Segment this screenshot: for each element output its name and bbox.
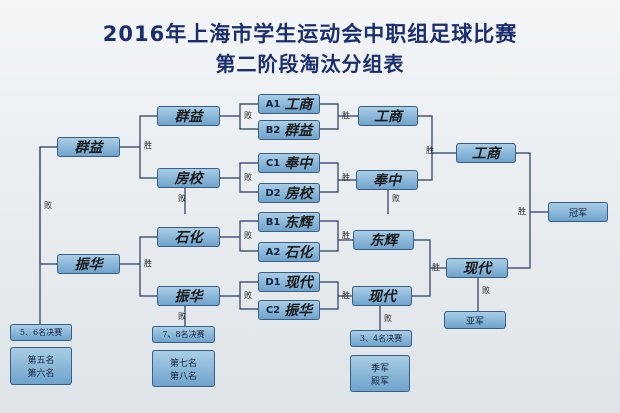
lose-label: 败: [44, 201, 52, 210]
result-34-box: 季军 殿军: [350, 355, 410, 392]
semi-loser-top: 群益: [57, 137, 120, 157]
winner-box-top2: 奉中: [356, 170, 418, 190]
semi-loser-bot: 振华: [57, 254, 120, 274]
win-label: 胜: [432, 263, 440, 272]
lose-label: 败: [178, 312, 186, 321]
win-label: 胜: [342, 111, 350, 120]
loser-box-top1: 群益: [157, 106, 220, 126]
champion-box: 冠军: [548, 202, 608, 222]
finalist-top: 工商: [456, 143, 516, 163]
loser-box-bot2: 振华: [157, 286, 220, 306]
runner-up-box: 亚军: [444, 311, 506, 329]
lose-label: 败: [244, 111, 252, 120]
lose-label: 败: [482, 286, 490, 295]
win-label: 胜: [342, 291, 350, 300]
win-label: 胜: [342, 173, 350, 182]
win-label: 胜: [342, 231, 350, 240]
finalist-bot: 现代: [446, 258, 508, 278]
lose-label: 败: [178, 194, 186, 203]
lose-label: 败: [392, 194, 400, 203]
lose-label: 败: [384, 314, 392, 323]
result-56-box: 第五名 第六名: [10, 347, 72, 385]
page-title: 2016年上海市学生运动会中职组足球比赛: [102, 22, 518, 46]
playoff-78-box: 7、8名决赛: [152, 326, 215, 343]
playoff-56-box: 5、6名决赛: [10, 324, 72, 341]
win-label: 胜: [144, 259, 152, 268]
result-78-box: 第七名 第八名: [152, 350, 215, 387]
win-label: 胜: [518, 207, 526, 216]
lose-label: 败: [244, 231, 252, 240]
winner-box-top1: 工商: [358, 106, 418, 126]
win-label: 胜: [426, 146, 434, 155]
loser-box-bot1: 石化: [157, 227, 220, 247]
playoff-34-box: 3、4名决赛: [350, 330, 412, 347]
lose-label: 败: [244, 173, 252, 182]
lose-label: 败: [244, 291, 252, 300]
page-subtitle: 第二阶段淘汰分组表: [215, 52, 405, 76]
win-label: 胜: [144, 141, 152, 150]
loser-box-top2: 房校: [157, 168, 220, 188]
winner-box-bot2: 现代: [352, 286, 412, 306]
winner-box-bot1: 东辉: [353, 230, 414, 250]
